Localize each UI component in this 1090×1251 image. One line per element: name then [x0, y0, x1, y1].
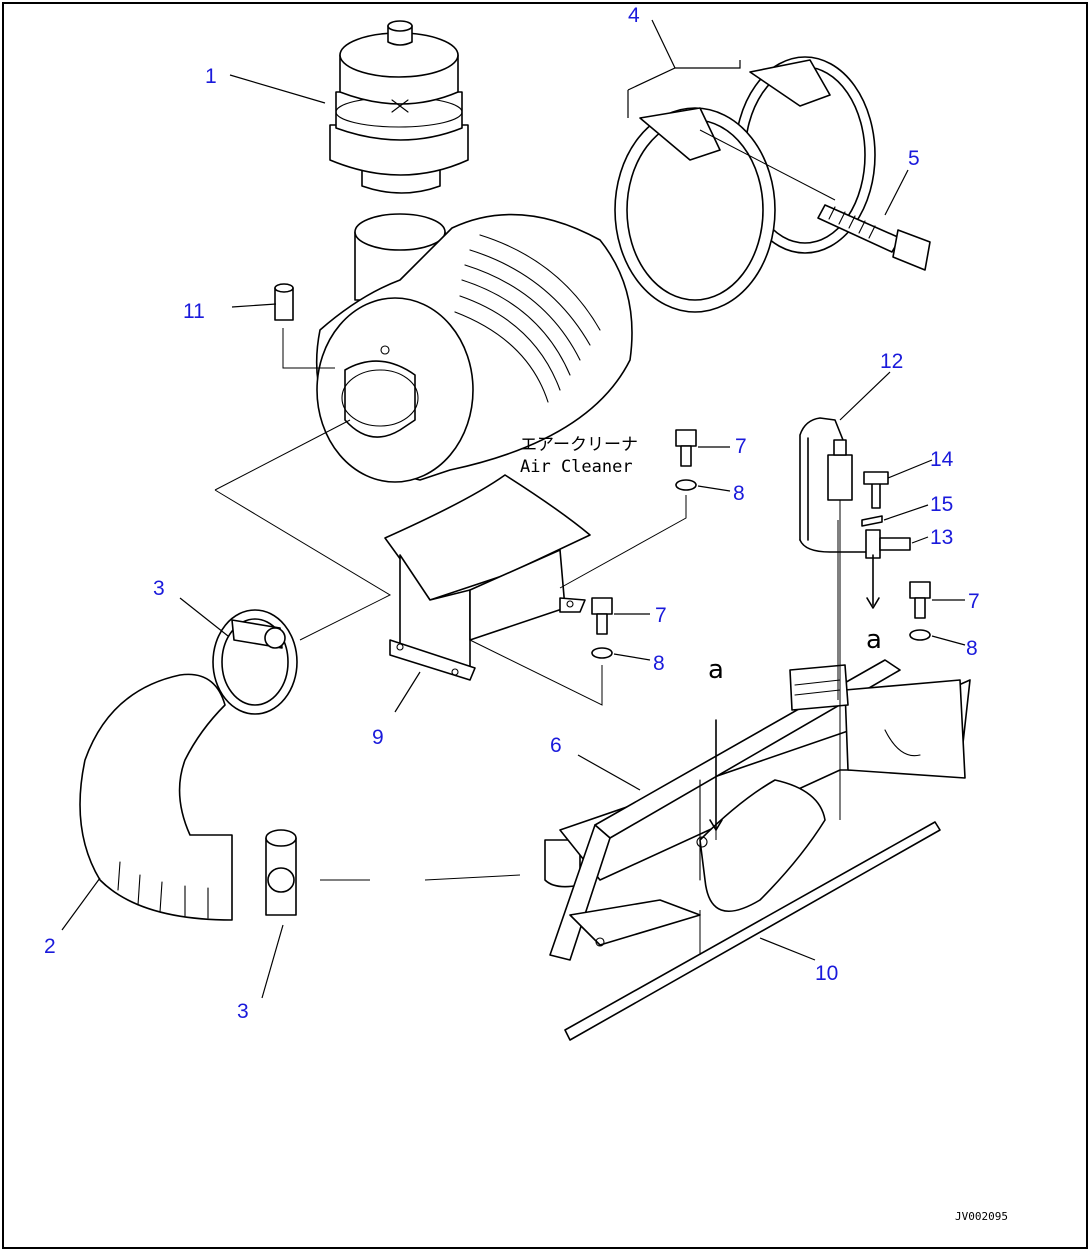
- callout-4: 4: [628, 4, 640, 27]
- bolt-washer-set-2: [591, 597, 613, 659]
- callout-8-a: 8: [733, 482, 745, 505]
- callout-3-lower: 3: [237, 1000, 249, 1023]
- dust-indicator: [799, 417, 911, 559]
- caption-jp: エアークリーナ: [520, 435, 638, 455]
- bolt-washer-set-3: [909, 581, 931, 641]
- clamp-bolt: [817, 204, 931, 271]
- callout-11: 11: [183, 300, 205, 323]
- callout-7-b: 7: [655, 604, 667, 627]
- callout-2: 2: [44, 935, 56, 958]
- rod: [564, 821, 941, 1041]
- base-frame: [544, 659, 971, 961]
- callout-3-upper: 3: [153, 577, 165, 600]
- callout-10: 10: [815, 962, 838, 985]
- mounting-bracket: [384, 474, 591, 681]
- callout-6: 6: [550, 734, 562, 757]
- callout-8-c: 8: [966, 637, 978, 660]
- callout-1: 1: [205, 65, 217, 88]
- callout-13: 13: [930, 526, 953, 549]
- bolt-washer-set-1: [675, 429, 697, 491]
- clamp-bands: [614, 56, 876, 313]
- reference-mark-a-2: a: [866, 625, 882, 655]
- callout-8-b: 8: [653, 652, 665, 675]
- reference-mark-a-1: a: [708, 655, 724, 685]
- hose-clamp-upper: [212, 609, 298, 715]
- pre-cleaner-cap: [329, 20, 469, 194]
- callout-7-c: 7: [968, 590, 980, 613]
- assembly-lines: [214, 129, 880, 955]
- callout-14: 14: [930, 448, 954, 471]
- vacuator-plug: [274, 283, 294, 321]
- drawing-code: JV002095: [955, 1210, 1008, 1223]
- callout-9: 9: [372, 726, 384, 749]
- elbow-hose: [79, 673, 233, 921]
- caption-en: Air Cleaner: [520, 457, 633, 477]
- callout-5: 5: [908, 147, 920, 170]
- air-cleaner-body: [315, 213, 633, 483]
- callout-15: 15: [930, 493, 953, 516]
- callout-12: 12: [880, 350, 903, 373]
- callout-leaders: [61, 19, 966, 999]
- callout-7-a: 7: [735, 435, 747, 458]
- hose-clamp-lower: [265, 829, 297, 916]
